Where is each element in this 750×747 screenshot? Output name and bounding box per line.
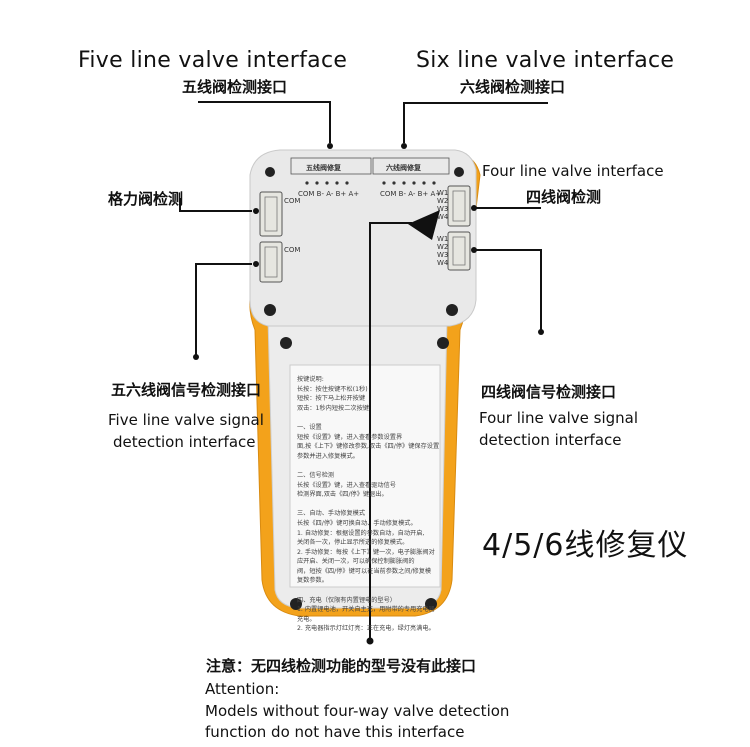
gree-valve-connector [259,191,283,237]
note-en-2: Models without four-way valve detection [205,702,510,720]
callout-gree-valve [179,198,252,212]
four-signal-en-1: Four line valve signal [479,409,639,427]
svg-text:W1: W1 [437,235,448,243]
svg-text:W2: W2 [437,197,448,205]
instruction-line: 2. 手动修复：每按《上下》键一次，电子膨胀阀对 [297,548,435,556]
instruction-line: 四、充电（仅限有内置锂电的型号） [297,596,396,604]
instruction-line: 充电。 [297,615,316,623]
five-line-interface-en: Five line valve interface [78,48,348,73]
callout-five-six-signal [195,263,252,355]
four-signal-en-2: detection interface [479,431,622,449]
screw-face-right [437,337,449,349]
note-zh: 注意：无四线检测功能的型号没有此接口 [206,657,477,675]
callout-six-line [403,102,548,143]
instruction-line: 检测界面,双击《四/停》键退出。 [297,491,388,499]
six-line-header-text: 六线阀修复 [386,163,422,172]
instruction-line: 按键说明: [297,376,324,383]
instruction-line: 面,按《上下》键修改参数,双击《四/停》键保存设置 [297,443,440,451]
four-line-connector-inner [452,190,466,222]
note-en-3: function do not have this interface [205,723,465,741]
four-signal-connector [447,231,471,271]
callout-endpoints [193,143,544,645]
instruction-line: 1. 内置锂电池，开关自主充，用附带的专用充电器 [297,606,435,614]
callout-five-line [198,101,331,143]
left-pin-labels-bottom: COM [284,246,300,254]
five-line-pin-dots [305,181,349,185]
six-line-interface-en: Six line valve interface [416,48,675,73]
instruction-card [289,364,441,588]
instruction-line [297,500,439,510]
instruction-line: 三、自动、手动修复模式 [297,510,366,518]
screw-top-right [454,167,464,177]
instruction-line: 应开启、关闭一次，可以确保控制膨胀阀的 [297,558,415,566]
note-en-1: Attention: [205,680,280,698]
svg-text:W1: W1 [437,189,448,197]
four-signal-zh: 四线阀信号检测接口 [481,383,617,401]
instruction-line: 关闭各一次，停止显示所选的修复模式。 [297,539,409,547]
instruction-line: 阀，短按《四/停》键可以在当前参数之间/修复模 [297,567,432,575]
callout-four-signal [474,249,542,330]
callout-attention [369,222,412,638]
instruction-line: 双击：1秒内短按二次按键 [297,404,369,412]
five-line-header-text: 五线阀修复 [306,163,342,172]
product-title: 4/5/6线修复仪 [482,528,689,563]
screw-bottom-left [290,598,302,610]
four-line-connector [447,185,471,227]
instruction-line: 一、设置 [297,423,322,431]
screw-mid-right [446,304,458,316]
four-line-interface-zh: 四线阀检测 [526,188,602,206]
six-line-pin-labels: COM B- A- B+ A+ [380,190,441,198]
instruction-line: 二、信号检测 [297,471,335,479]
four-line-interface-en: Four line valve interface [482,162,664,180]
six-line-interface-zh: 六线阀检测接口 [460,78,566,96]
gree-valve-connector-inner [264,196,278,232]
five-line-header-box [290,157,372,175]
instruction-line: 长按《设置》键，进入查看驱动信号 [297,481,396,489]
five-six-signal-en-1: Five line valve signal [108,411,264,429]
instruction-line [297,413,439,423]
six-line-header-box [372,157,450,175]
svg-text:W3: W3 [437,205,448,213]
instruction-line: 长按：按住按键不松(1秒) [297,385,368,393]
svg-text:W4: W4 [437,259,449,267]
five-six-signal-connector [259,241,283,283]
five-six-signal-en-2: detection interface [113,433,256,451]
six-line-pin-dots [382,181,436,185]
screw-top-left [265,167,275,177]
instruction-line [297,461,439,471]
instruction-line: 长按《四/停》键可换自动、手动修复模式。 [297,519,417,527]
device-top-panel [249,149,477,327]
five-line-pin-labels: COM B- A- B+ A+ [298,190,359,198]
screw-mid-left [264,304,276,316]
instruction-line: 2. 充电器指示灯红灯亮：正在充电，绿灯亮满电。 [297,625,435,633]
callout-lines [179,101,548,638]
five-line-interface-zh: 五线阀检测接口 [182,78,288,96]
svg-text:W4: W4 [437,213,449,221]
screw-face-left [280,337,292,349]
svg-text:W2: W2 [437,243,448,251]
screw-bottom-right [425,598,437,610]
gree-valve-zh: 格力阀检测 [108,190,184,208]
attention-arrow-head [408,210,440,240]
four-signal-connector-inner [452,236,466,266]
instruction-line: 短按：按下马上松开按键 [297,395,366,403]
instruction-line [297,586,439,596]
five-six-signal-zh: 五六线阀信号检测接口 [111,381,262,399]
instruction-card-text: 按键说明: 长按：按住按键不松(1秒) 短按：按下马上松开按键双击：1秒内短按二次按… [297,375,439,634]
instruction-line: 1. 自动修复：根据设置的参数自动，自动开启, [297,529,425,537]
instruction-line: 参数并进入修复模式。 [297,452,359,460]
svg-text:W3: W3 [437,251,448,259]
left-pin-labels-top: COM [284,197,300,205]
five-six-signal-connector-inner [264,246,278,278]
instruction-line: 复数参数。 [297,577,328,585]
instruction-line: 短按《设置》键，进入查看参数设置界 [297,433,403,441]
